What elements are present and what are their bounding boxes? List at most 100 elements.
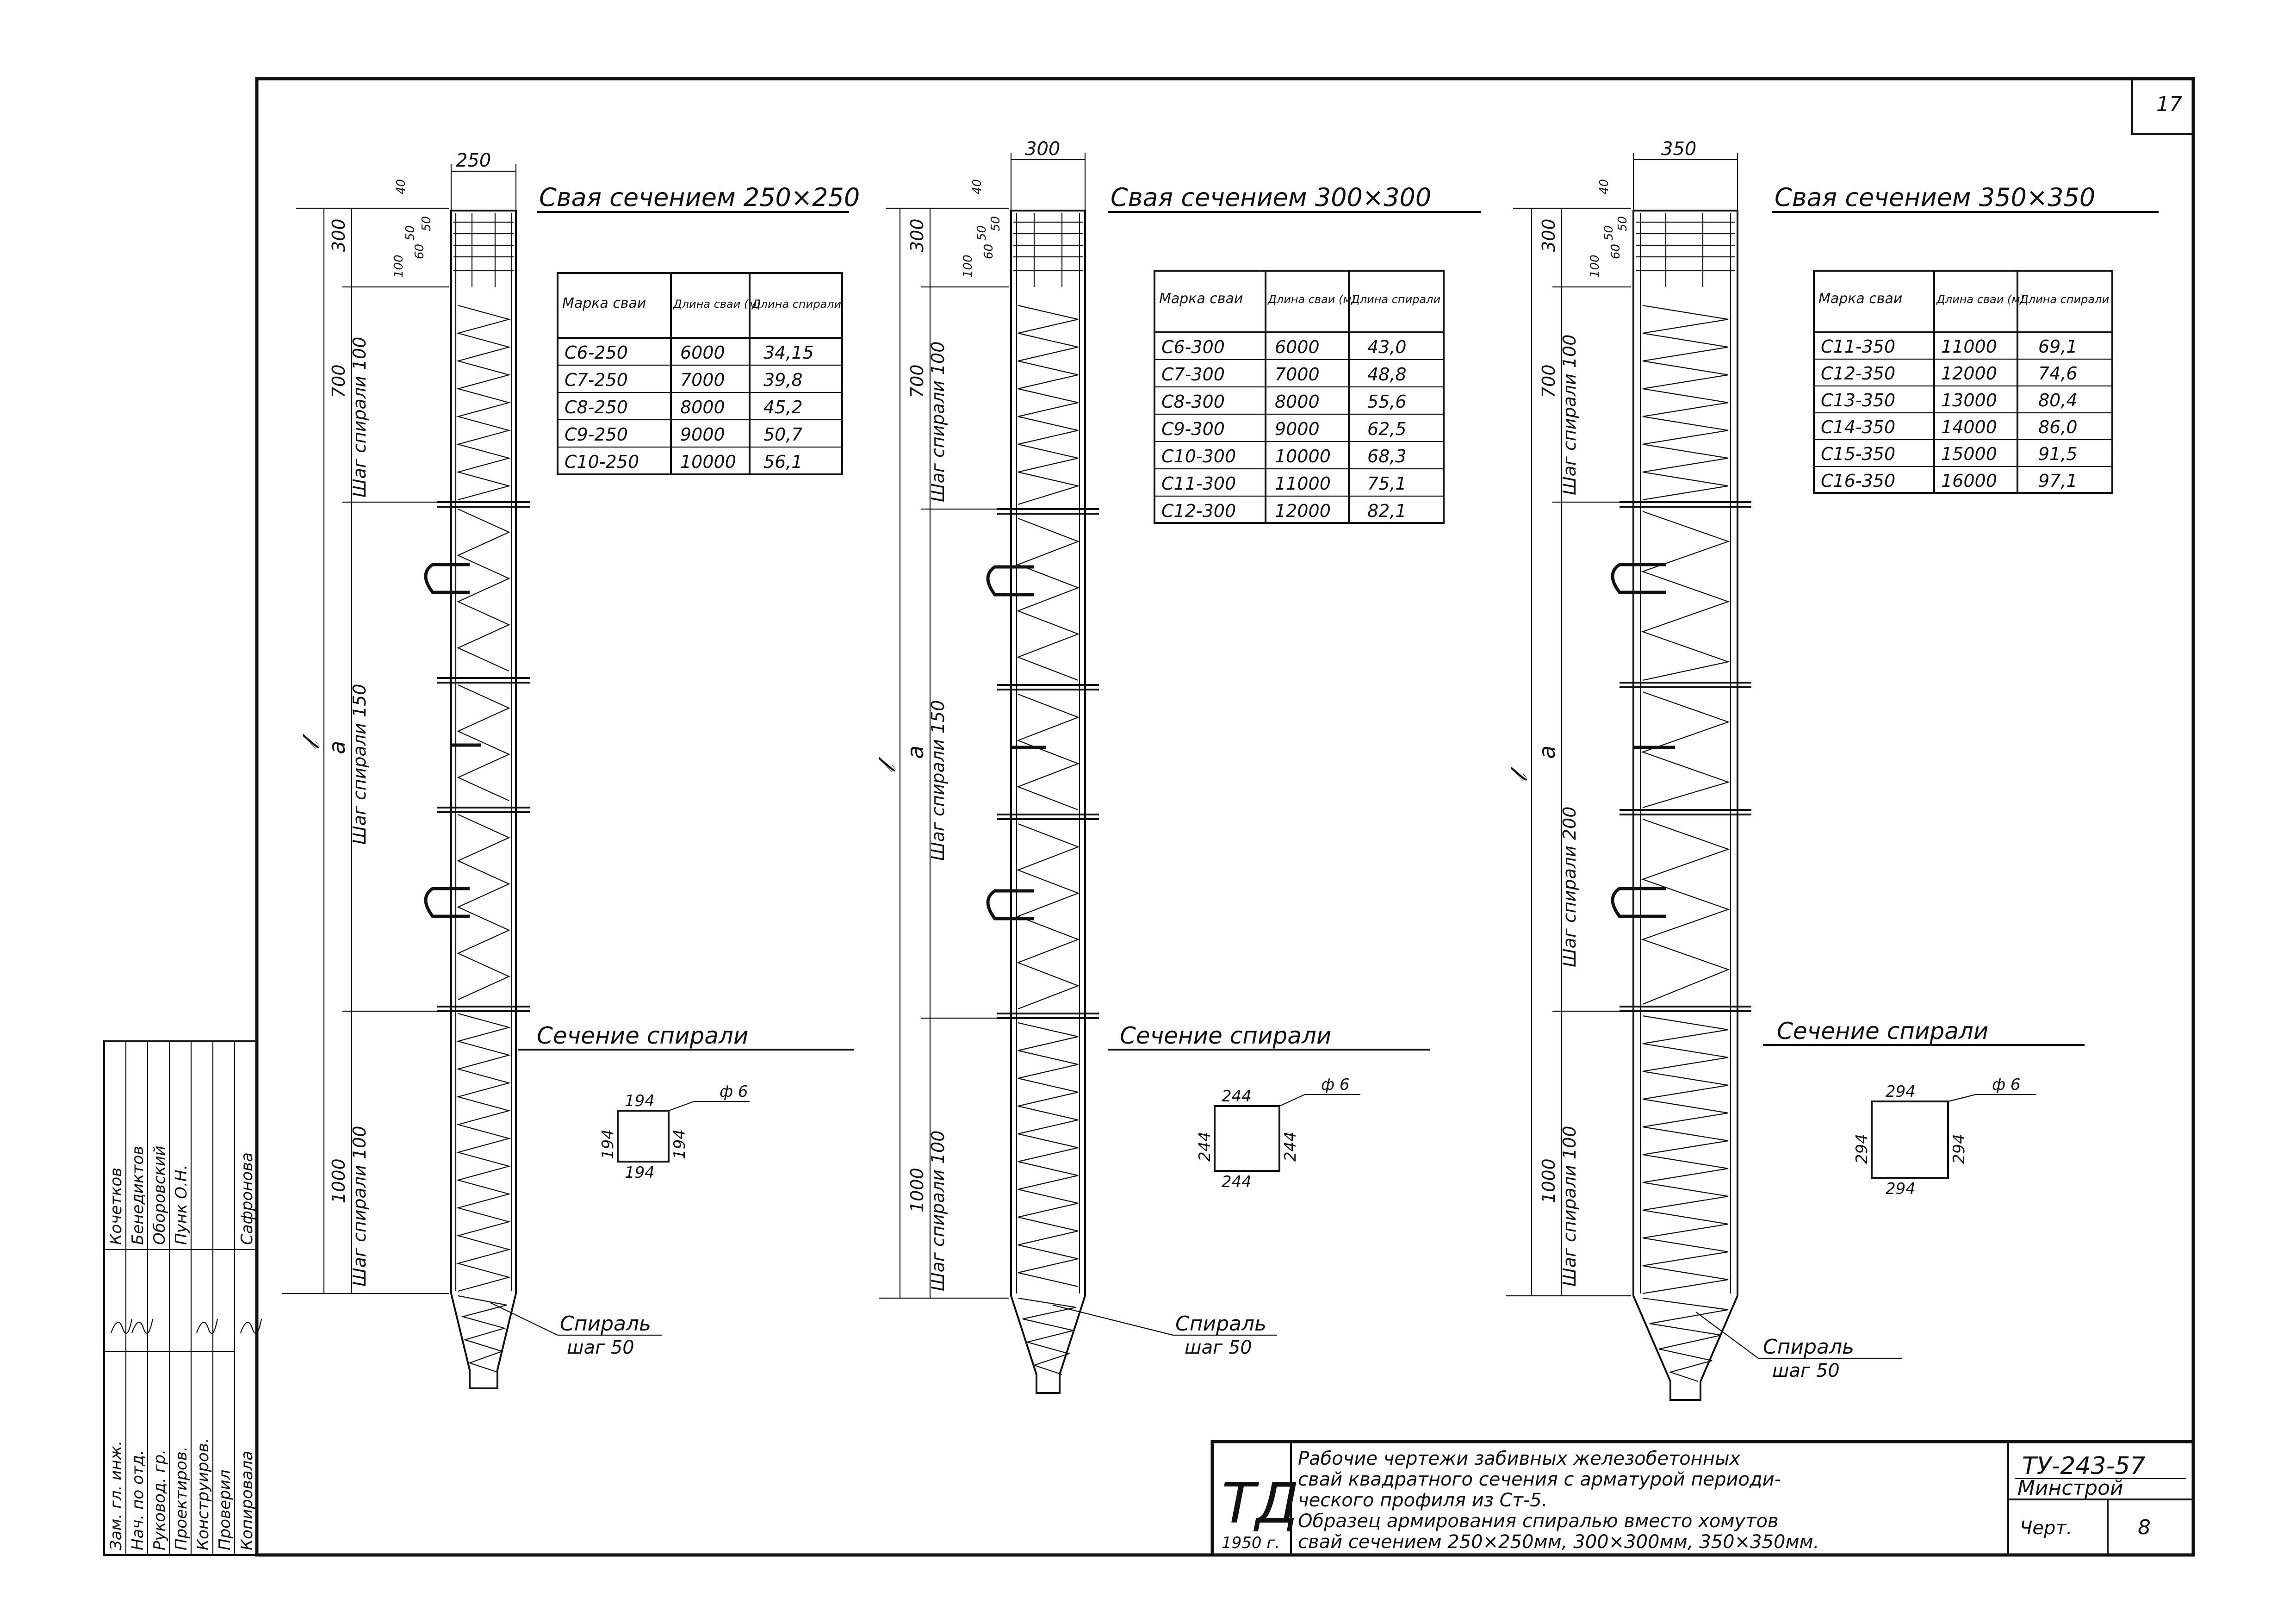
table-header-spiral: Длина спирали (751, 298, 841, 311)
head-dim-60: 60 (1609, 244, 1623, 259)
zone-pitch-bottom: Шаг спирали 100 (928, 1131, 948, 1291)
table-cell: 10000 (680, 452, 736, 472)
table-cell: 10000 (1275, 446, 1331, 466)
stamp-name: Бенедиктов (129, 1146, 147, 1245)
logo-mark: ТД (1222, 1472, 1299, 1536)
table-cell: С11-300 (1161, 473, 1236, 494)
table-cell: 8000 (1275, 392, 1320, 412)
pile-title: Свая сечением 350×350 (1775, 183, 2095, 212)
zone-length-bottom: 1000 (907, 1168, 927, 1213)
table-cell: 75,1 (1367, 473, 1407, 494)
segment-symbol: а (1534, 746, 1560, 759)
table-cell: С6-300 (1161, 337, 1225, 357)
zone-length-bottom: 1000 (1539, 1158, 1559, 1203)
table-header-mark: Марка сваи (1159, 291, 1243, 307)
section-size-right: 194 (670, 1129, 689, 1159)
section-size-top: 244 (1222, 1087, 1252, 1106)
table-cell: 8000 (680, 397, 725, 417)
table-cell: 6000 (680, 342, 725, 363)
head-dim-50b: 50 (420, 216, 434, 231)
table-cell: 43,0 (1367, 337, 1407, 357)
zone-pitch-top: Шаг спирали 100 (349, 337, 370, 497)
section-size-bottom: 244 (1222, 1173, 1252, 1191)
head-dim-100: 100 (392, 255, 406, 278)
table-cell: 7000 (1275, 364, 1320, 385)
stamp-role: Проектиров. (172, 1446, 191, 1550)
title-line: ческого профиля из Ст-5. (1298, 1490, 1547, 1511)
table-cell: С7-250 (565, 370, 628, 390)
table-cell: 13000 (1941, 390, 1997, 410)
section-size-left: 244 (1196, 1132, 1214, 1162)
table-cell: 45,2 (763, 397, 803, 417)
segment-symbol: а (324, 741, 350, 754)
table-cell: 80,4 (2038, 390, 2078, 410)
pile-dimensions: 300 700 Шаг спирали 100 а Шаг спирали 15… (874, 179, 1009, 1299)
table-cell: 56,1 (763, 452, 803, 472)
head-dim-50a: 50 (975, 225, 989, 241)
total-length-symbol: 𝓁 (1505, 766, 1533, 782)
pile-table: Марка сваи Длина сваи (м) Длина спирали … (557, 272, 843, 475)
table-cell: С10-250 (565, 452, 639, 472)
zone-pitch-mid: Шаг спирали 150 (349, 684, 370, 845)
head-dim-40: 40 (394, 179, 408, 194)
table-cell: 9000 (1275, 419, 1320, 439)
zone-pitch-top: Шаг спирали 100 (1559, 335, 1580, 495)
table-cell: 9000 (680, 424, 725, 445)
head-dim-60: 60 (413, 244, 427, 259)
zone-pitch-bottom: Шаг спирали 100 (349, 1126, 370, 1287)
table-cell: 68,3 (1367, 446, 1407, 466)
table-header-mark: Марка сваи (1818, 291, 1902, 307)
pile-title: Свая сечением 250×250 (539, 183, 860, 212)
zone-length-top: 700 (329, 364, 349, 398)
section-bar: ф 6 (1992, 1076, 2021, 1094)
approval-stamp: Зам. гл. инж. Нач. по отд. Руковод. гр. … (103, 1040, 262, 1556)
total-length-symbol: 𝓁 (874, 757, 901, 773)
section-bar: ф 6 (1321, 1076, 1350, 1094)
pile-dimensions: 300 700 Шаг спирали 100 а Шаг спирали 20… (1505, 179, 1631, 1297)
table-cell: 97,1 (2038, 471, 2078, 491)
table-cell: С15-350 (1821, 444, 1895, 464)
table-header-spiral: Длина спирали (2019, 293, 2109, 306)
pile-300: 300 Свая сечением 300×300 (874, 138, 1481, 1394)
head-dim-300: 300 (1539, 218, 1559, 252)
stamp-role: Конструиров. (194, 1438, 212, 1550)
pile-body (986, 210, 1099, 1394)
table-cell: 11000 (1941, 336, 1997, 357)
title-line: свай квадратного сечения с арматурой пер… (1298, 1469, 1781, 1490)
head-dim-50a: 50 (403, 225, 417, 241)
title-line: Рабочие чертежи забивных железобетонных (1298, 1448, 1741, 1469)
table-cell: С10-300 (1161, 446, 1236, 466)
logo-year: 1950 г. (1222, 1534, 1280, 1552)
signature-mark (110, 1318, 133, 1334)
page-number: 17 (2156, 93, 2182, 116)
tip-spiral-label: Спираль (1175, 1312, 1266, 1336)
table-header-spiral: Длина спирали (1351, 293, 1440, 306)
pile-dimensions: 300 700 Шаг спирали 100 а Шаг спирали 15… (282, 179, 449, 1294)
stamp-name: Сафронова (238, 1152, 256, 1245)
section-size-top: 194 (625, 1092, 655, 1110)
table-cell: 50,7 (763, 424, 803, 445)
title-line: Образец армирования спиралью вместо хому… (1298, 1511, 1779, 1532)
pile-table: Марка сваи Длина сваи (м) Длина спирали … (1154, 270, 1445, 524)
table-cell: 74,6 (2038, 363, 2078, 384)
table-cell: 11000 (1275, 473, 1331, 494)
head-dim-300: 300 (329, 218, 349, 252)
table-cell: 16000 (1941, 471, 1997, 491)
stamp-role: Проверил (216, 1470, 234, 1550)
stamp-role: Нач. по отд. (129, 1450, 147, 1550)
table-cell: 55,6 (1367, 392, 1407, 412)
section-size-bottom: 294 (1886, 1180, 1916, 1198)
table-cell: 6000 (1275, 337, 1320, 357)
table-cell: 12000 (1275, 501, 1331, 521)
table-cell: С9-300 (1161, 419, 1225, 439)
table-cell: С8-300 (1161, 392, 1225, 412)
table-cell: 7000 (680, 370, 725, 390)
pile-width-label: 300 (1025, 138, 1060, 160)
stamp-role: Руковод. гр. (150, 1449, 169, 1550)
table-header-length: Длина сваи (м) (673, 298, 761, 311)
tip-spiral-pitch: шаг 50 (1772, 1360, 1840, 1381)
head-dim-40: 40 (1597, 179, 1611, 194)
pile-table: Марка сваи Длина сваи (м) Длина спирали … (1813, 270, 2113, 494)
pile-title: Свая сечением 300×300 (1111, 183, 1431, 212)
table-cell: 34,15 (763, 342, 814, 363)
